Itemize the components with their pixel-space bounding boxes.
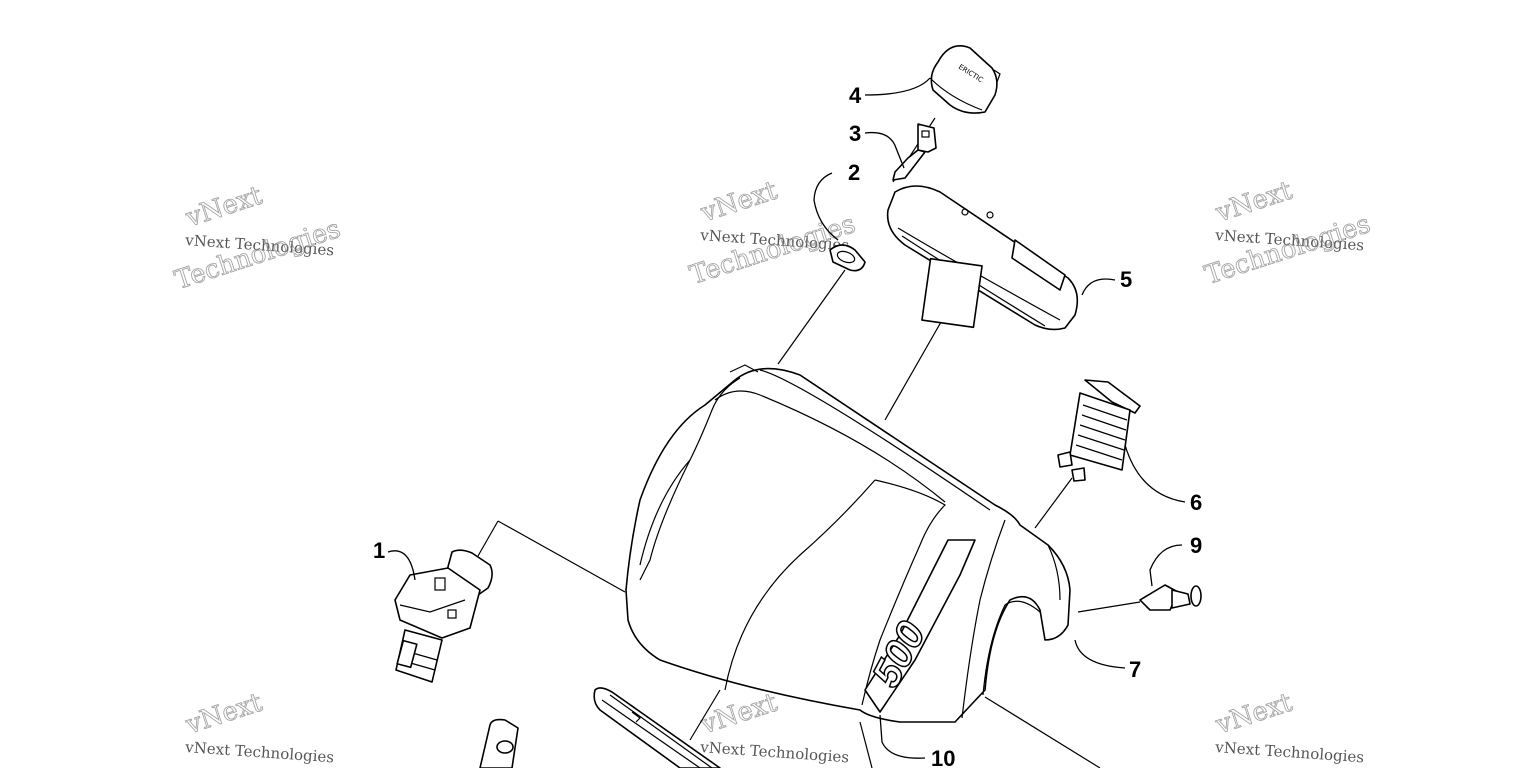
lower-parts [479, 687, 873, 768]
watermark-text: vNext [182, 688, 267, 741]
callouts: 1 2 3 4 5 6 7 9 10 [373, 83, 1202, 768]
watermark-text: vNext Technologies [1214, 738, 1365, 766]
hood-decal [864, 539, 976, 713]
callout-7: 7 [1129, 657, 1141, 682]
watermark-text: vNext Technologies [699, 738, 850, 766]
watermark-text: vNext [182, 181, 267, 234]
part-5-gauge [886, 185, 1079, 331]
callout-2: 2 [848, 160, 860, 185]
callout-4: 4 [849, 83, 862, 108]
watermark-text: vNext Technologies [184, 738, 335, 766]
callout-10: 10 [931, 746, 955, 768]
watermark-text: vNext [1212, 688, 1297, 741]
callout-6: 6 [1190, 490, 1202, 515]
callout-3: 3 [849, 121, 861, 146]
part-6-outlet [1057, 379, 1141, 482]
assembly-lines [477, 117, 1141, 768]
watermark-text: vNext [697, 176, 782, 229]
callout-leaders [387, 77, 1186, 759]
hood-panel: 500 [625, 364, 1071, 723]
watermark-text: vNext [697, 688, 782, 741]
callout-1: 1 [373, 538, 385, 563]
part-9-rivet [1139, 584, 1202, 611]
callout-5: 5 [1120, 267, 1132, 292]
callout-9: 9 [1190, 533, 1202, 558]
part-3-key [892, 123, 937, 181]
watermark-text: vNext [1212, 176, 1297, 229]
part-4-cap: ERICTIC [929, 45, 1001, 114]
part-2-bezel [829, 244, 866, 272]
part-1-switch [394, 549, 493, 683]
